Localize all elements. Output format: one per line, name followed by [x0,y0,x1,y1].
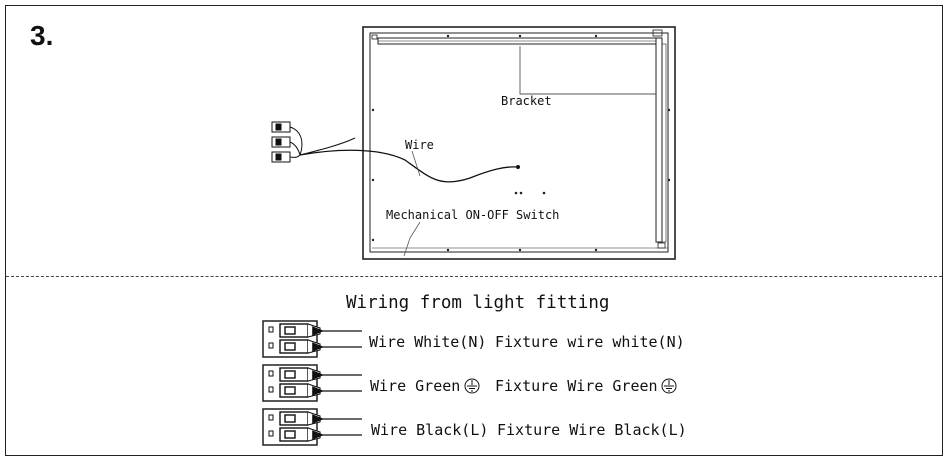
mirror-outer-frame [362,26,676,260]
wire-arrows [312,326,362,440]
wire-end [516,165,520,169]
connector-block-3 [262,408,321,446]
row-1-wire-label: Wire White(N) [369,333,486,351]
row-2-fixture-label: Fixture Wire Green [495,377,658,395]
wire-leader [411,150,421,177]
switch-leader [403,221,421,257]
ground-icon [464,378,480,394]
instruction-frame [5,5,943,456]
wiring-title: Wiring from light fitting [346,293,609,313]
ground-icon [661,378,677,394]
wire-connectors-small [271,121,291,163]
bracket-leader [519,46,656,95]
section-divider [6,276,942,277]
mirror-inner-frame [369,32,669,253]
mains-wire [299,149,519,183]
connector-block-2 [262,364,321,402]
wire-label: Wire [405,138,434,152]
mirror-fitting [362,26,676,260]
row-1-fixture-label: Fixture wire white(N) [495,333,685,351]
row-2-wire-label: Wire Green [370,377,460,395]
connector-block-1 [262,320,321,358]
right-bracket [655,37,663,243]
bracket-label: Bracket [501,94,552,108]
switch-label: Mechanical ON-OFF Switch [386,208,559,222]
step-number: 3. [30,20,54,51]
row-3-fixture-label: Fixture Wire Black(L) [497,421,687,439]
row-3-wire-label: Wire Black(L) [371,421,488,439]
wire-fan [289,126,356,158]
frame-screw-dots [371,34,671,252]
